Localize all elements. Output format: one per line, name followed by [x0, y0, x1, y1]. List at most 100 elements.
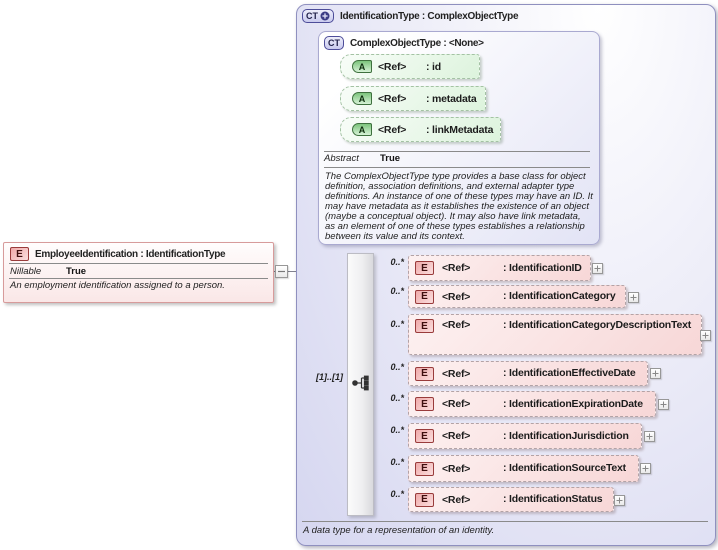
element-box-identificationcategory[interactable]: E <Ref> : IdentificationCategory — [408, 285, 626, 308]
element-box-identificationeffectivedate[interactable]: E <Ref> : IdentificationEffectiveDate — [408, 361, 648, 386]
element-ref-label: <Ref> — [442, 493, 471, 506]
complextype-badge: CT — [302, 9, 334, 23]
element-box-header: E EmployeeIdentification : Identificatio… — [4, 243, 273, 263]
expand-toggle[interactable] — [644, 431, 655, 442]
abstract-row: Abstract True — [324, 153, 590, 164]
attribute-box-metadata[interactable]: A <Ref> : metadata — [340, 86, 486, 111]
divider — [9, 278, 268, 279]
occurs-label: 0..* — [390, 393, 404, 403]
element-badge: E — [415, 461, 434, 476]
element-box-identificationexpirationdate[interactable]: E <Ref> : IdentificationExpirationDate — [408, 391, 656, 417]
base-type-title: ComplexObjectType : <None> — [350, 37, 484, 49]
plus-icon — [646, 433, 653, 440]
element-badge: E — [415, 397, 434, 411]
element-name: : IdentificationCategory — [503, 290, 616, 303]
divider — [324, 151, 590, 152]
element-name: : IdentificationExpirationDate — [503, 397, 643, 410]
expand-toggle[interactable] — [592, 263, 603, 274]
abstract-label: Abstract — [324, 153, 359, 164]
sequence-bar — [347, 253, 374, 516]
complextype-badge: CT — [324, 36, 344, 50]
element-ref-label: <Ref> — [442, 290, 471, 303]
nillable-row: Nillable True — [4, 264, 273, 278]
element-name: : IdentificationSourceText — [503, 462, 626, 475]
occurs-label: 0..* — [390, 362, 404, 372]
expand-toggle[interactable] — [628, 292, 639, 303]
element-box-identificationjurisdiction[interactable]: E <Ref> : IdentificationJurisdiction — [408, 423, 642, 449]
occurs-label: 0..* — [390, 319, 404, 329]
element-box-identificationstatus[interactable]: E <Ref> : IdentificationStatus — [408, 487, 614, 512]
divider — [324, 167, 590, 168]
abstract-value: True — [380, 153, 401, 164]
attribute-name: : linkMetadata — [426, 123, 494, 136]
element-badge: E — [415, 366, 434, 381]
expand-toggle[interactable] — [650, 368, 661, 379]
sequence-icon — [352, 374, 372, 397]
occurs-label: 0..* — [390, 457, 404, 467]
element-badge: E — [415, 289, 434, 304]
element-box-title: EmployeeIdentification : IdentificationT… — [35, 248, 226, 260]
element-badge: E — [415, 261, 434, 275]
base-type-description: The ComplexObjectType type provides a ba… — [325, 171, 593, 242]
plus-icon — [594, 265, 601, 272]
attribute-badge: A — [352, 60, 372, 73]
attribute-badge: A — [352, 92, 372, 105]
occurs-label: 0..* — [390, 489, 404, 499]
element-box-identificationcategorydescriptiontext[interactable]: E <Ref> : IdentificationCategoryDescript… — [408, 314, 702, 355]
attribute-ref-label: <Ref> — [378, 60, 407, 73]
element-box-description: An employment identification assigned to… — [10, 280, 225, 291]
element-ref-label: <Ref> — [442, 367, 471, 380]
expand-toggle[interactable] — [640, 463, 651, 474]
element-badge: E — [415, 429, 434, 443]
element-ref-label: <Ref> — [442, 430, 471, 442]
attribute-name: : metadata — [426, 92, 477, 105]
expand-toggle[interactable] — [658, 399, 669, 410]
occurs-label: 0..* — [390, 257, 404, 267]
expand-toggle[interactable] — [700, 330, 711, 341]
base-type-header: CT ComplexObjectType : <None> — [319, 32, 599, 52]
element-box-identificationsourcetext[interactable]: E <Ref> : IdentificationSourceText — [408, 455, 639, 482]
element-badge: E — [415, 319, 434, 333]
element-ref-label: <Ref> — [442, 262, 471, 274]
plus-icon — [616, 497, 623, 504]
minus-icon — [278, 270, 285, 273]
element-badge: E — [415, 492, 434, 507]
attribute-ref-label: <Ref> — [378, 123, 407, 136]
plus-icon — [702, 332, 709, 339]
occurs-label: 0..* — [390, 286, 404, 296]
occurs-label: 0..* — [390, 425, 404, 435]
plus-icon — [642, 465, 649, 472]
element-box-employeeidentification[interactable]: E EmployeeIdentification : Identificatio… — [3, 242, 274, 303]
type-box-description: A data type for a representation of an i… — [303, 525, 495, 536]
element-name: : IdentificationStatus — [503, 493, 603, 506]
divider — [9, 263, 268, 264]
type-box-title: IdentificationType : ComplexObjectType — [340, 10, 519, 22]
collapse-toggle[interactable] — [275, 265, 288, 278]
attribute-name: : id — [426, 60, 441, 73]
element-ref-label: <Ref> — [442, 319, 471, 331]
plus-icon — [660, 401, 667, 408]
element-badge: E — [10, 247, 29, 261]
type-box-header: CT IdentificationType : ComplexObjectTyp… — [297, 5, 715, 25]
nillable-label: Nillable — [10, 266, 42, 277]
plus-circle-icon — [320, 11, 330, 21]
element-ref-label: <Ref> — [442, 462, 471, 475]
element-name: : IdentificationJurisdiction — [503, 429, 629, 442]
element-name: : IdentificationID — [503, 261, 582, 274]
element-box-identificationid[interactable]: E <Ref> : IdentificationID — [408, 255, 591, 281]
attribute-badge: A — [352, 123, 372, 136]
element-name: : IdentificationCategoryDescriptionText — [503, 319, 692, 331]
attribute-box-id[interactable]: A <Ref> : id — [340, 54, 480, 79]
element-name: : IdentificationEffectiveDate — [503, 367, 636, 380]
attribute-ref-label: <Ref> — [378, 92, 407, 105]
complextype-badge-label: CT — [306, 11, 318, 21]
plus-icon — [652, 370, 659, 377]
divider — [302, 521, 708, 522]
attribute-box-linkmetadata[interactable]: A <Ref> : linkMetadata — [340, 117, 501, 142]
complextype-badge-label: CT — [328, 38, 340, 48]
plus-icon — [630, 294, 637, 301]
sequence-cardinality: [1]..[1] — [316, 372, 343, 382]
expand-toggle[interactable] — [614, 495, 625, 506]
element-ref-label: <Ref> — [442, 398, 471, 410]
